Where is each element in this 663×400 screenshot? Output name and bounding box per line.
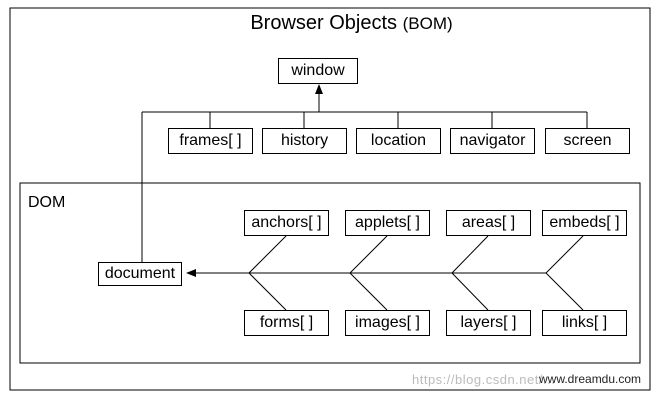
bone-forms <box>248 272 287 311</box>
credit-text: www.dreamdu.com <box>539 372 642 386</box>
location-node: location <box>356 128 441 154</box>
bone-anchors <box>248 235 287 274</box>
window-arrowhead <box>315 84 323 94</box>
bone-layers <box>451 272 489 311</box>
embeds-node: embeds[ ] <box>542 210 627 236</box>
outer-frame <box>9 7 651 391</box>
watermark-text: https://blog.csdn.net/... <box>412 372 556 387</box>
forms-node: forms[ ] <box>244 310 329 336</box>
anchors-node: anchors[ ] <box>244 210 329 236</box>
bone-applets <box>349 235 388 274</box>
history-node: history <box>262 128 347 154</box>
images-node: images[ ] <box>345 310 430 336</box>
title-suffix: (BOM) <box>402 14 453 33</box>
areas-node: areas[ ] <box>446 210 531 236</box>
document-arrowhead <box>186 269 196 277</box>
frames-node: frames[ ] <box>168 128 253 154</box>
links-node: links[ ] <box>542 310 627 336</box>
layers-node: layers[ ] <box>446 310 531 336</box>
dom-label: DOM <box>28 194 66 211</box>
document-node: document <box>98 262 182 286</box>
bone-embeds <box>545 235 584 274</box>
title-main: Browser Objects <box>250 12 398 34</box>
applets-node: applets[ ] <box>345 210 430 236</box>
screen-node: screen <box>545 128 630 154</box>
bone-areas <box>451 235 489 274</box>
window-node: window <box>278 58 358 84</box>
bone-images <box>349 272 388 311</box>
dom-frame <box>19 182 641 364</box>
bone-links <box>545 272 584 311</box>
navigator-node: navigator <box>450 128 535 154</box>
diagram-title: Browser Objects (BOM) <box>0 12 663 35</box>
